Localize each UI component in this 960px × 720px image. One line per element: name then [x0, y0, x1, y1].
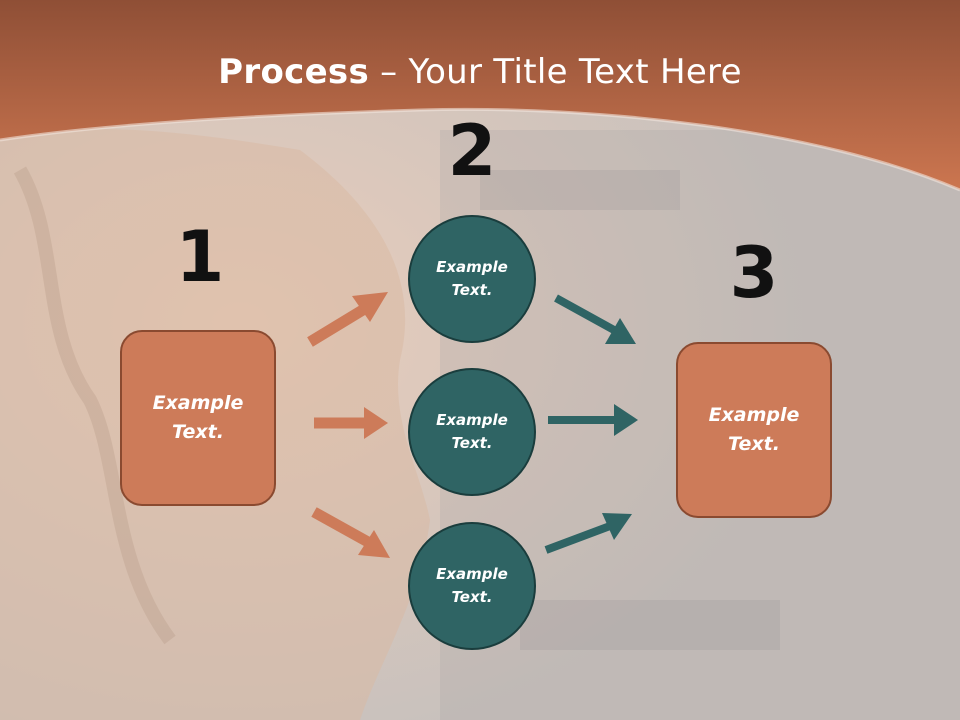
arrow-bottom-to-right-head	[602, 513, 632, 540]
process-circle-middle[interactable]: Example Text.	[408, 368, 536, 496]
arrow-top-to-right-head	[605, 318, 636, 344]
arrow-left-to-bottom	[311, 507, 371, 547]
process-circle-bottom[interactable]: Example Text.	[408, 522, 536, 650]
process-circle-bottom-text: Example Text.	[436, 565, 508, 606]
process-box-left[interactable]: Example Text.	[120, 330, 276, 506]
arrow-left-to-top	[307, 303, 369, 347]
process-circle-top-text: Example Text.	[436, 258, 508, 299]
arrow-left-to-top-head	[352, 292, 388, 322]
step-number-2: 2	[447, 110, 497, 192]
process-circle-middle-text: Example Text.	[436, 411, 508, 452]
arrow-bottom-to-right	[544, 522, 612, 554]
arrow-top-to-right	[554, 294, 616, 334]
process-box-left-text: Example Text.	[152, 392, 244, 443]
arrow-left-to-middle-head	[364, 407, 388, 439]
title-rest: – Your Title Text Here	[369, 52, 742, 92]
title-bold: Process	[218, 52, 370, 92]
process-circle-top[interactable]: Example Text.	[408, 215, 536, 343]
arrow-left-to-bottom-head	[358, 530, 390, 558]
step-number-1: 1	[175, 216, 225, 298]
title-banner	[0, 0, 960, 190]
process-box-right-text: Example Text.	[708, 404, 800, 455]
arrow-middle-to-right-head	[614, 404, 638, 436]
step-number-3: 3	[729, 232, 779, 314]
process-box-right[interactable]: Example Text.	[676, 342, 832, 518]
slide-title: Process – Your Title Text Here	[0, 52, 960, 92]
